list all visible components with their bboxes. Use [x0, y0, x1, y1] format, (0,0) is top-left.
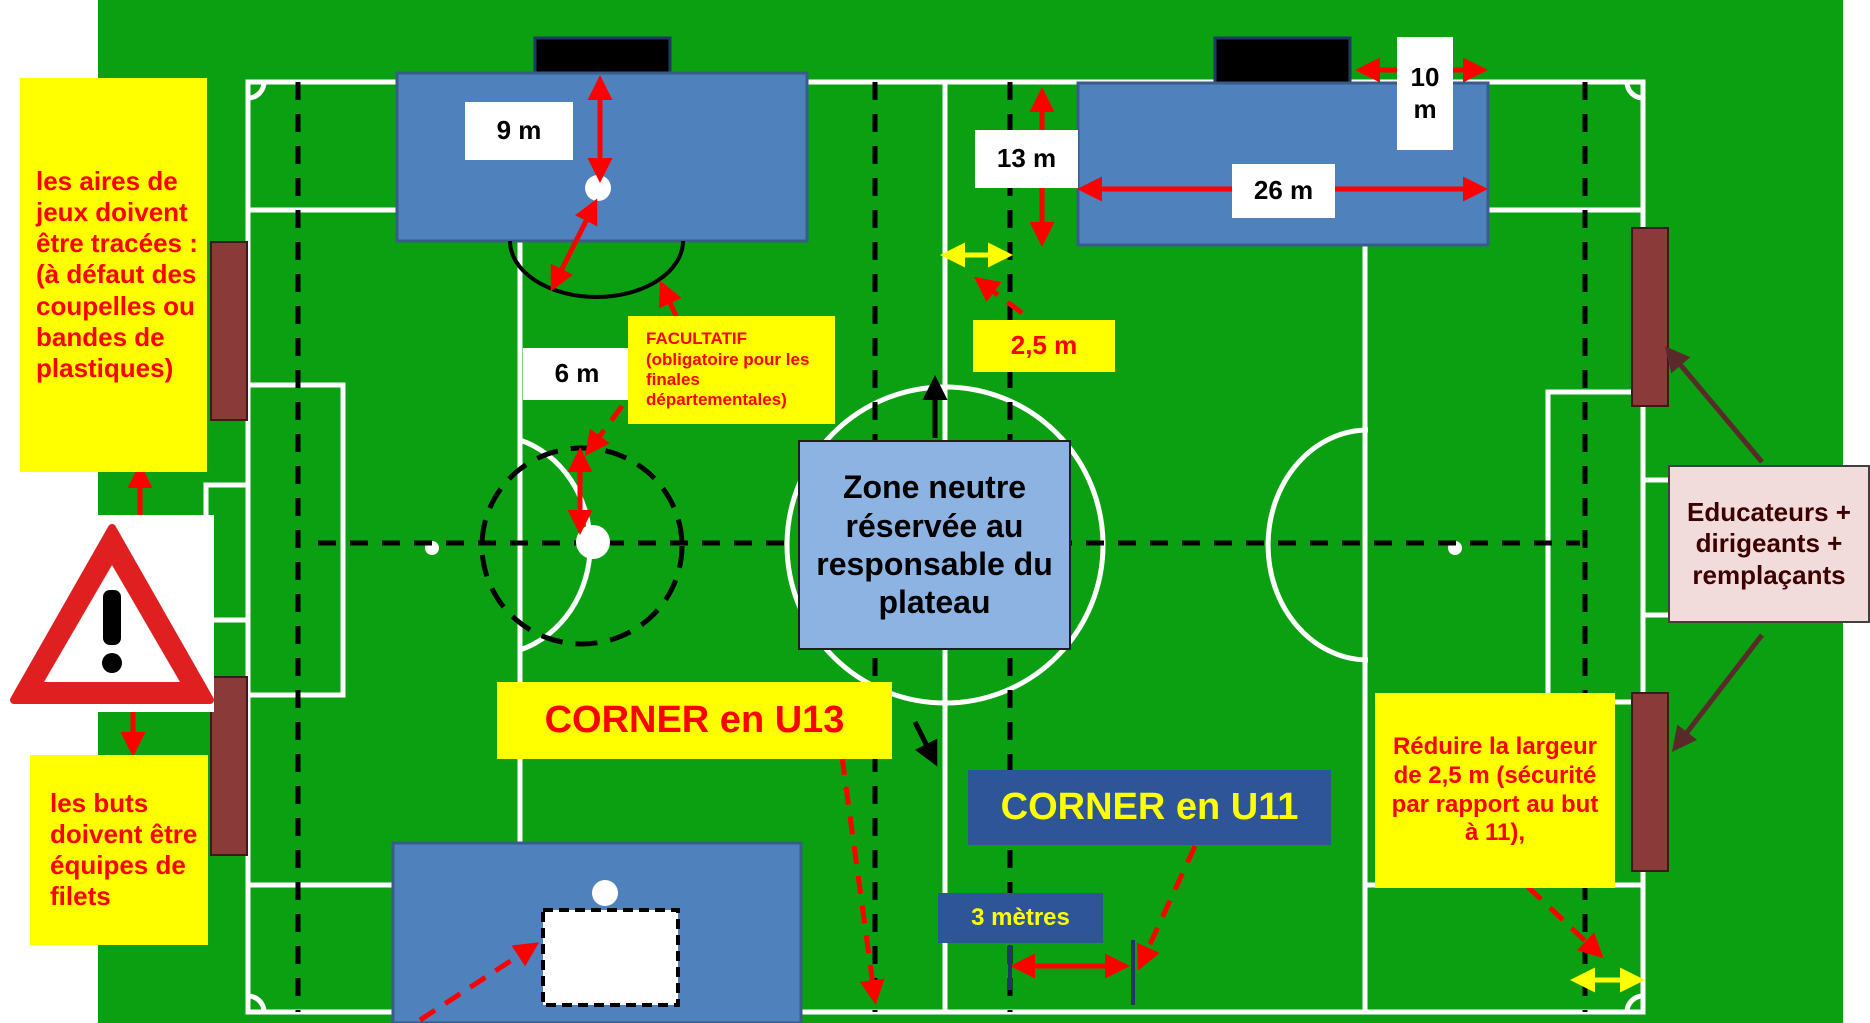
zone-neutre: Zone neutre réservée au responsable du p… [798, 440, 1071, 650]
goal-top-left [533, 36, 672, 75]
label-10m: 10 m [1397, 37, 1453, 150]
spot-top [585, 175, 611, 201]
label-corner-u11: CORNER en U11 [968, 770, 1331, 845]
bench-right-bottom [1631, 692, 1669, 872]
bench-right-top [1631, 227, 1669, 407]
bench-left-bottom [210, 676, 248, 856]
spot-bottom [592, 880, 618, 906]
label-2-5m: 2,5 m [973, 320, 1115, 372]
label-13m: 13 m [975, 130, 1078, 188]
red-dashed-arrows [418, 277, 1604, 1023]
black-arrows [912, 375, 948, 767]
brown-arrows [1664, 346, 1764, 752]
goal-top-right [1213, 36, 1352, 85]
label-9m: 9 m [465, 102, 573, 160]
label-3-metres: 3 mètres [938, 893, 1103, 943]
bench-left-top [210, 241, 248, 421]
arc-facultatif [508, 240, 685, 299]
label-26m: 26 m [1232, 164, 1335, 218]
spot-center [576, 525, 610, 559]
note-reduire: Réduire la largeur de 2,5 m (sécurité pa… [1375, 693, 1615, 888]
note-buts-filets: les buts doivent être équipes de filets [30, 755, 208, 945]
note-aires-jeux: les aires de jeux doivent être tracées :… [20, 78, 207, 472]
label-corner-u13: CORNER en U13 [497, 682, 892, 759]
label-6m: 6 m [523, 348, 631, 400]
warning-icon [10, 524, 214, 704]
yellow-arrows [940, 242, 1645, 993]
goal-area-bottom [541, 908, 680, 1007]
note-educateurs: Educateurs + dirigeants + remplaçants [1668, 465, 1870, 623]
note-facultatif: FACULTATIF (obligatoire pour les finales… [628, 316, 835, 424]
